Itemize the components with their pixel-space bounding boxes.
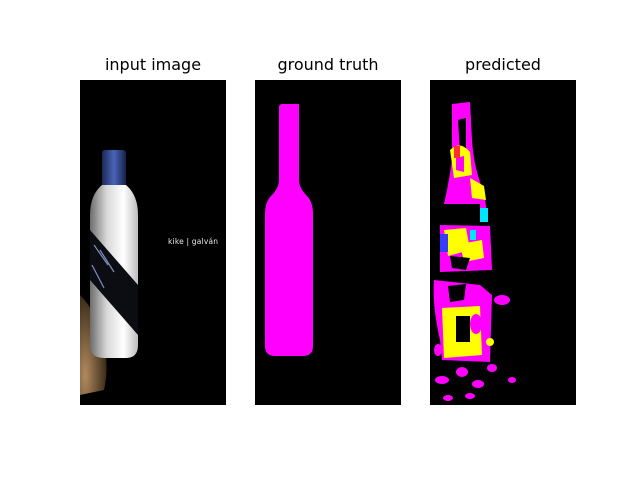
ground-truth-panel: [255, 80, 401, 405]
bottle-mask: [265, 104, 313, 356]
predicted-panel: [430, 80, 576, 405]
bottle-neck: [102, 150, 126, 190]
watermark-text: kike | galván: [168, 237, 219, 246]
input-image-panel: kike | galván: [80, 80, 226, 405]
ground-truth-mask: [265, 104, 313, 356]
input-image-title: input image: [104, 55, 202, 74]
predicted-mask: [433, 102, 516, 401]
ground-truth-title: ground truth: [277, 55, 379, 74]
bottle-photo: [80, 150, 138, 395]
predicted-title: predicted: [465, 55, 541, 74]
